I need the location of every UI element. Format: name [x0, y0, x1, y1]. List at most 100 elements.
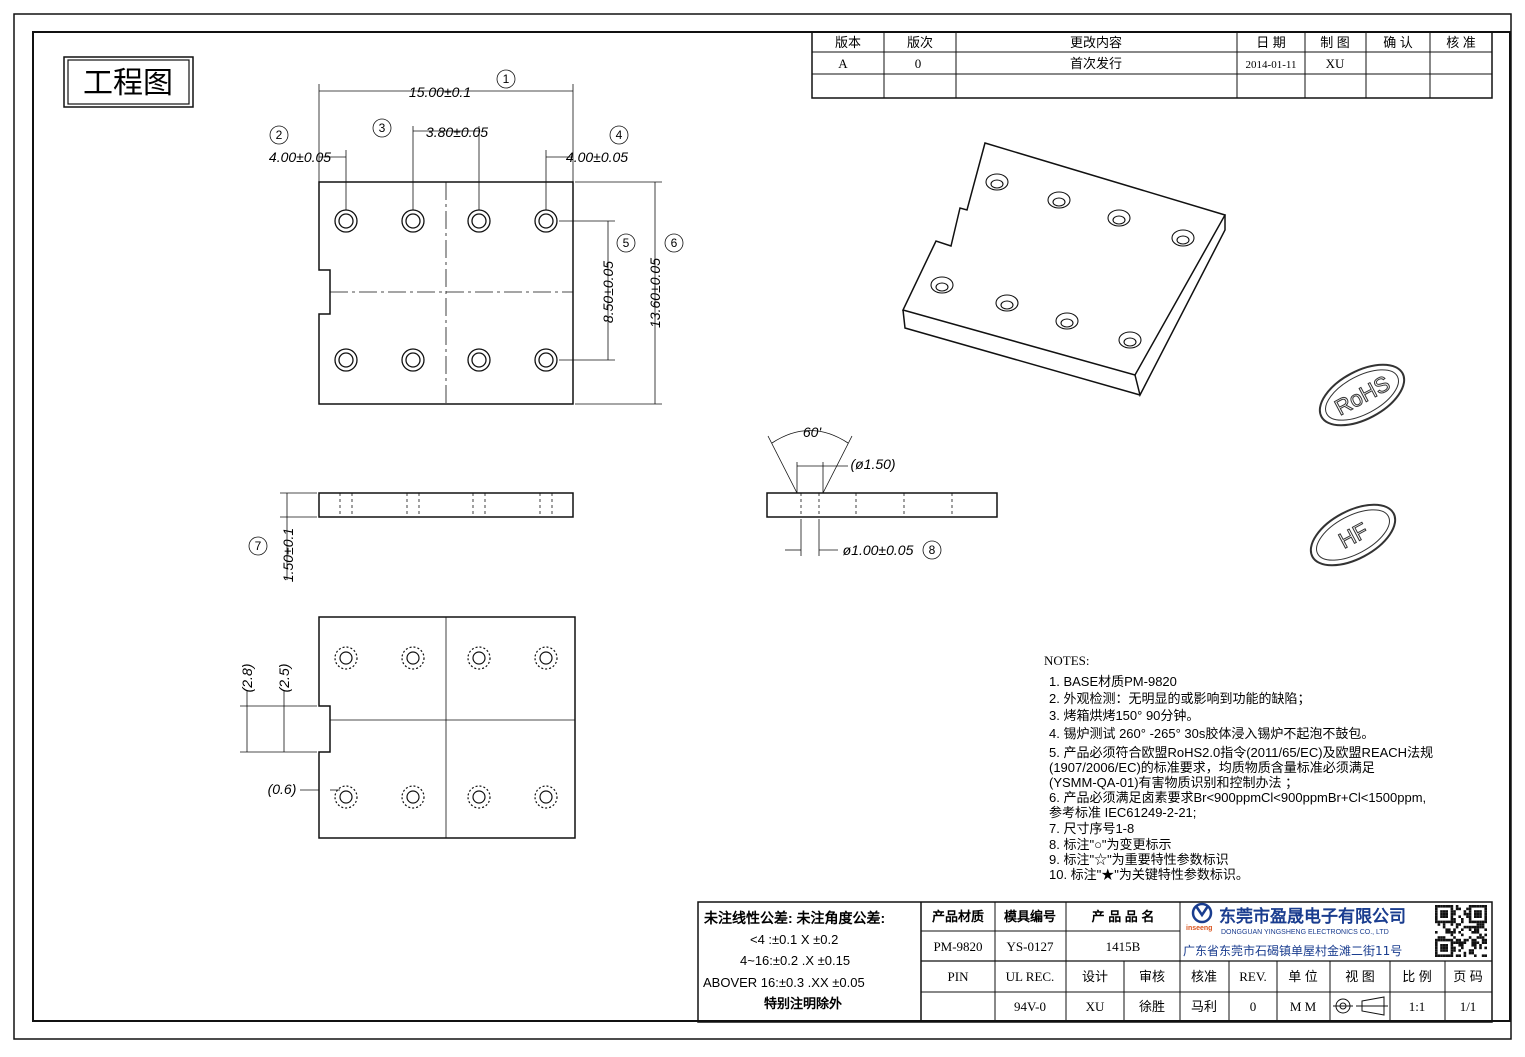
note-line: 8. 标注"○"为变更标示	[1049, 837, 1172, 852]
qr-cell	[1442, 920, 1446, 924]
qr-cell	[1458, 949, 1461, 952]
tb-ul-rec: UL REC.	[1006, 969, 1055, 984]
qr-cell	[1484, 954, 1487, 957]
qr-cell	[1479, 936, 1482, 939]
qr-cell	[1463, 912, 1467, 916]
qr-cell	[1468, 918, 1472, 921]
dim-left-pitch: 4.00±0.05	[269, 149, 331, 165]
qr-cell	[1445, 938, 1448, 942]
balloon-5: 5	[623, 236, 630, 250]
qr-cell	[1450, 915, 1454, 918]
isometric-view	[901, 142, 1227, 398]
section-view	[766, 430, 998, 556]
qr-cell	[1458, 941, 1461, 944]
note-line: 1. BASE材质PM-9820	[1049, 674, 1177, 689]
qr-cell	[1453, 910, 1456, 913]
qr-cell	[1440, 912, 1443, 916]
qr-cell	[1442, 949, 1446, 952]
balloon-3: 3	[379, 121, 386, 135]
qr-cell	[1453, 928, 1456, 931]
title-block	[697, 901, 1493, 1023]
qr-cell	[1463, 938, 1467, 942]
note-line: 5. 产品必须符合欧盟RoHS2.0指令(2011/65/EC)及欧盟REACH…	[1049, 745, 1433, 760]
qr-cell	[1474, 941, 1477, 944]
outer-border	[13, 13, 1512, 1040]
company-address: 广东省东莞市石碣镇单屋村金滩二街11号	[1183, 943, 1402, 958]
qr-cell	[1474, 905, 1477, 908]
qr-cell	[1448, 905, 1451, 908]
qr-cell	[1450, 905, 1454, 908]
dim-countersink-dia: (ø1.50)	[850, 456, 895, 472]
qr-cell	[1484, 912, 1487, 916]
qr-cell	[1450, 931, 1454, 934]
qr-cell	[1458, 954, 1461, 957]
qr-cell	[1466, 912, 1469, 916]
qr-cell	[1471, 931, 1474, 934]
dim-overall-height: 13.60±0.05	[647, 258, 663, 328]
qr-cell	[1455, 954, 1459, 957]
qr-cell	[1474, 925, 1477, 929]
qr-cell	[1461, 944, 1464, 947]
notes-heading: NOTES:	[1044, 653, 1090, 668]
qr-cell	[1474, 928, 1477, 931]
qr-cell	[1445, 946, 1448, 950]
qr-cell	[1471, 920, 1474, 924]
note-line: 4. 锡炉测试 260° -265° 30s胶体浸入锡炉不起泡不鼓包。	[1049, 726, 1374, 741]
sheet-title-box: 工程图	[63, 56, 194, 108]
dim-hole-dia: ø1.00±0.05	[843, 542, 914, 558]
top-view	[318, 84, 662, 405]
qr-cell	[1476, 941, 1480, 944]
qr-cell	[1468, 910, 1472, 913]
qr-cell	[1468, 949, 1472, 952]
qr-cell	[1476, 910, 1480, 913]
qr-cell	[1468, 912, 1472, 916]
qr-cell	[1442, 910, 1446, 913]
qr-cell	[1466, 925, 1469, 929]
qr-code	[1433, 903, 1490, 959]
qr-cell	[1453, 918, 1456, 921]
rev-header-change: 更改内容	[1070, 35, 1122, 50]
qr-cell	[1474, 920, 1477, 924]
rev-cell-date: 2014-01-11	[1246, 59, 1297, 71]
qr-cell	[1463, 910, 1467, 913]
tb-ul-value: 94V-0	[1014, 999, 1046, 1014]
balloon-2: 2	[276, 128, 283, 142]
qr-cell	[1471, 905, 1474, 908]
qr-cell	[1442, 954, 1446, 957]
qr-cell	[1474, 944, 1477, 947]
qr-cell	[1476, 915, 1480, 918]
qr-cell	[1474, 931, 1477, 934]
note-line: (1907/2006/EC)的标准要求，均质物质含量标准必须满足	[1049, 760, 1375, 775]
qr-cell	[1474, 912, 1477, 916]
qr-cell	[1484, 915, 1487, 918]
qr-cell	[1468, 936, 1472, 939]
hf-mark: HF	[1309, 503, 1397, 567]
rohs-text: RoHS	[1330, 371, 1394, 421]
qr-cell	[1476, 912, 1480, 916]
qr-cell	[1450, 949, 1454, 952]
qr-cell	[1437, 923, 1441, 926]
qr-cell	[1484, 941, 1487, 944]
qr-cell	[1440, 946, 1443, 950]
qr-cell	[1479, 905, 1482, 908]
qr-cell	[1437, 905, 1441, 908]
tolerance-line: 4~16:±0.2 .X ±0.15	[740, 953, 850, 968]
company-name-cn: 东莞市盈晟电子有限公司	[1219, 906, 1406, 927]
qr-cell	[1440, 915, 1443, 918]
rev-header-approve: 核 准	[1446, 35, 1476, 50]
tb-pin: PIN	[948, 969, 970, 984]
qr-cell	[1435, 910, 1438, 913]
qr-cell	[1453, 941, 1456, 944]
rev-header-date: 日 期	[1256, 35, 1286, 50]
qr-cell	[1455, 907, 1459, 911]
qr-cell	[1453, 949, 1456, 952]
qr-cell	[1450, 907, 1454, 911]
tb-designer: XU	[1086, 999, 1105, 1014]
top-view-dimension-labels: 15.00±0.1 4.00±0.05 3.80±0.05 4.00±0.05 …	[269, 84, 663, 328]
bottom-view	[240, 616, 576, 839]
qr-cell	[1484, 928, 1487, 931]
rev-cell-drawn: XU	[1326, 56, 1345, 71]
qr-cell	[1435, 918, 1438, 921]
qr-cell	[1445, 920, 1448, 924]
dim-row-pitch: 8.50±0.05	[600, 261, 616, 323]
